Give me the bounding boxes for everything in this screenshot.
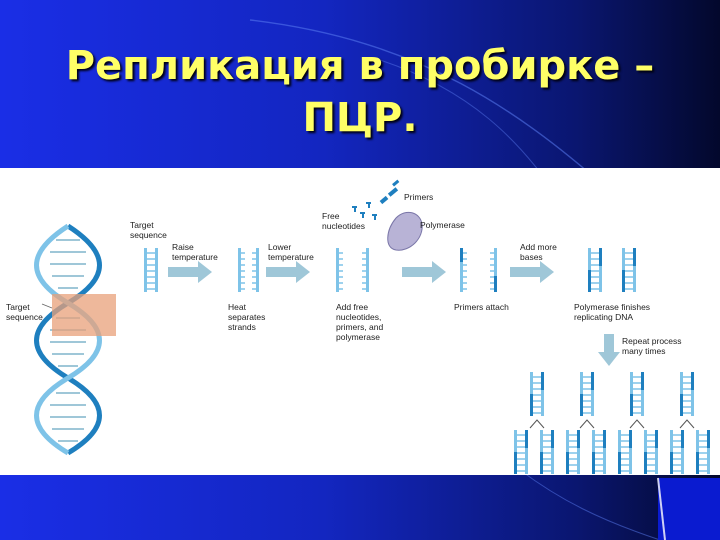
arrow-add-more bbox=[510, 261, 554, 283]
slide-title: Репликация в пробирке – ПЦР. bbox=[0, 40, 720, 144]
dna-step-1 bbox=[143, 247, 159, 293]
primers-attach-label: Primers attach bbox=[454, 302, 509, 312]
add-free-label-4: polymerase bbox=[336, 332, 380, 342]
lower-label: Lower bbox=[268, 242, 291, 252]
add-more-label: Add more bbox=[520, 242, 557, 252]
polymerase-finishes-label: Polymerase finishes bbox=[574, 302, 650, 312]
raise-label-2: temperature bbox=[172, 252, 218, 262]
polymerase-icon bbox=[387, 211, 423, 251]
title-line-1: Репликация в пробирке – bbox=[65, 43, 655, 89]
dna-generation-3 bbox=[513, 429, 711, 475]
free-nucleotides-icons bbox=[352, 202, 377, 220]
dna-finished-1 bbox=[587, 247, 603, 293]
dna-primers-attached bbox=[459, 247, 498, 293]
dna-finished-2 bbox=[621, 247, 637, 293]
repeat-label: Repeat process bbox=[622, 336, 682, 346]
arrow-repeat bbox=[598, 334, 620, 366]
target-highlight bbox=[52, 294, 116, 336]
target-label-top-2: sequence bbox=[130, 230, 167, 240]
heat-label-2: separates bbox=[228, 312, 265, 322]
dna-separated-right bbox=[251, 247, 260, 293]
dna-double-helix bbox=[34, 223, 116, 456]
polymerase-finishes-label-2: replicating DNA bbox=[574, 312, 633, 322]
add-free-label-3: primers, and bbox=[336, 322, 384, 332]
pcr-figure: Target sequence Target sequence Raise te… bbox=[0, 168, 720, 475]
repeat-label-2: many times bbox=[622, 346, 665, 356]
branching-marks bbox=[529, 419, 695, 429]
dna-step-3-left bbox=[335, 247, 344, 293]
target-label-left: Target bbox=[6, 302, 30, 312]
free-nucleotides-label: Free bbox=[322, 211, 340, 221]
primers-label: Primers bbox=[404, 192, 433, 202]
add-free-label-2: nucleotides, bbox=[336, 312, 381, 322]
heat-label-3: strands bbox=[228, 322, 256, 332]
heat-label: Heat bbox=[228, 302, 247, 312]
arrow-lower bbox=[266, 261, 310, 283]
add-free-label: Add free bbox=[336, 302, 368, 312]
lower-label-2: temperature bbox=[268, 252, 314, 262]
title-line-2: ПЦР. bbox=[302, 95, 418, 141]
target-label-left-2: sequence bbox=[6, 312, 43, 322]
arrow-raise bbox=[168, 261, 212, 283]
primers-icon bbox=[379, 179, 400, 205]
pcr-diagram: Target sequence Target sequence Raise te… bbox=[6, 179, 711, 475]
arrow-to-primers bbox=[402, 261, 446, 283]
add-more-label-2: bases bbox=[520, 252, 543, 262]
free-nucleotides-label-2: nucleotides bbox=[322, 221, 365, 231]
dna-generation-2 bbox=[529, 371, 695, 417]
raise-label: Raise bbox=[172, 242, 194, 252]
corner-block bbox=[658, 478, 720, 540]
target-label-top: Target bbox=[130, 220, 154, 230]
polymerase-label: Polymerase bbox=[420, 220, 465, 230]
dna-step-3-right bbox=[361, 247, 370, 293]
dna-separated-left bbox=[237, 247, 246, 293]
